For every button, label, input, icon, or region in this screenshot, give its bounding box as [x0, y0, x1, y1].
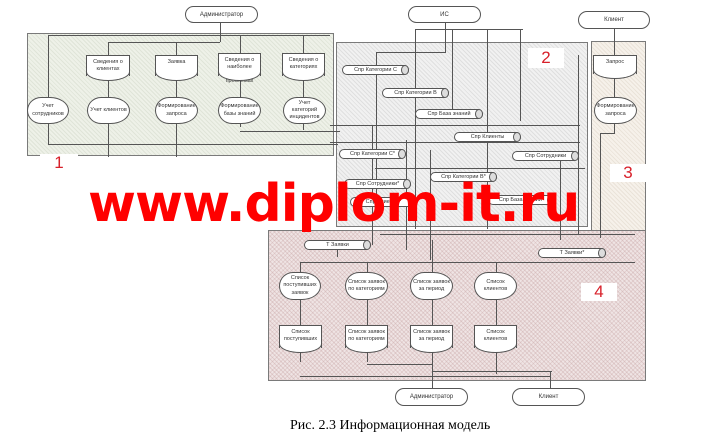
connector-line	[496, 262, 497, 374]
connector-line	[430, 150, 431, 260]
connector-line	[578, 55, 579, 235]
document-frequent-problems: Сведения о наиболее частых проблемах	[218, 53, 261, 84]
connector-line	[600, 133, 601, 238]
document-client-info: Сведения о клиентах	[86, 55, 130, 76]
store-knowledge-base: Спр База знаний	[415, 109, 483, 119]
store-clients-star: Спр Клиенты*	[350, 197, 417, 207]
region-3-number: 3	[610, 163, 646, 182]
document-incident-categories: Сведения о категориях инцидентов	[282, 53, 325, 77]
client-entity-bottom: Клиент	[512, 388, 585, 406]
process-requests-by-period: Список заявок за период	[410, 272, 453, 300]
connector-line	[330, 125, 580, 126]
connector-line	[300, 262, 301, 362]
figure-caption: Рис. 2.3 Информационная модель	[290, 418, 491, 433]
connector-line	[48, 35, 49, 145]
connector-line	[375, 168, 585, 169]
connector-line	[432, 371, 552, 372]
connector-line	[560, 155, 561, 240]
connector-line	[487, 29, 488, 229]
store-t-requests: Т Заявки	[304, 240, 371, 250]
connector-line	[240, 131, 340, 132]
store-category-b-star: Спр Категории В*	[430, 172, 497, 182]
connector-line	[415, 29, 523, 30]
store-category-b: Спр Категории В	[382, 88, 449, 98]
connector-line	[452, 29, 453, 112]
connector-line	[445, 22, 446, 52]
document-request: Заявка	[155, 55, 198, 76]
process-requests-by-category: Список заявок по категориям	[345, 272, 388, 300]
store-category-c: Спр Категории С	[342, 65, 409, 75]
connector-line	[367, 262, 368, 362]
connector-line	[48, 144, 338, 145]
document-query: Запрос	[593, 55, 637, 74]
connector-line	[550, 371, 551, 391]
process-incoming-requests-list: Список поступивших заявок	[279, 272, 321, 300]
connector-line	[614, 28, 615, 133]
connector-line	[300, 262, 635, 263]
connector-line	[406, 140, 407, 250]
connector-line	[520, 29, 521, 121]
process-employee-accounting: Учет сотрудников	[27, 97, 69, 124]
connector-line	[367, 364, 432, 365]
admin-entity-bottom: Администратор	[395, 388, 468, 406]
region-4-number: 4	[581, 282, 617, 301]
connector-line	[376, 52, 446, 53]
process-request-forming: Формирование запроса	[155, 97, 198, 124]
process-client-accounting: Учет клиентов	[87, 97, 130, 124]
connector-line	[220, 22, 221, 42]
process-knowledge-base-forming: Формирование базы знаний	[218, 97, 261, 124]
store-t-requests-star: Т Заявки*	[538, 248, 606, 258]
store-employees: Спр Сотрудники	[512, 151, 579, 161]
connector-line	[300, 376, 550, 377]
region-1-administrator-subsystem	[27, 33, 334, 156]
client-entity-top: Клиент	[578, 11, 650, 29]
connector-line	[108, 42, 220, 43]
connector-line	[415, 29, 416, 229]
is-entity: ИС	[408, 6, 481, 23]
connector-line	[376, 52, 377, 212]
store-category-c-star: Спр Категории С*	[339, 149, 406, 159]
store-knowledge-base-star: Спр База знаний*	[488, 195, 555, 205]
admin-entity-top: Администратор	[185, 6, 258, 23]
region-1-number: 1	[40, 153, 78, 172]
process-incident-categories: Учет категорий инцидентов	[283, 97, 326, 124]
connector-line	[432, 240, 433, 390]
connector-line	[600, 133, 615, 134]
watermark-text: www.diplom-it.ru	[88, 174, 580, 234]
document-requests-by-period: Список заявок за период	[410, 325, 453, 348]
region-4-reports	[268, 230, 646, 381]
connector-line	[303, 35, 304, 130]
connector-line	[330, 142, 580, 143]
process-clients-list: Список клиентов	[474, 272, 517, 300]
region-2-number: 2	[528, 48, 564, 68]
store-clients: Спр Клиенты	[454, 132, 521, 142]
connector-line	[337, 246, 338, 257]
process-query-forming: Формирование запроса	[594, 97, 637, 124]
store-employees-star: Спр Сотрудники*	[344, 179, 411, 189]
document-requests-by-category: Список заявок по категориям	[345, 325, 388, 348]
connector-line	[380, 234, 635, 235]
document-clients-list: Список клиентов	[474, 325, 517, 348]
document-incoming-requests-list: Список поступивших заявок	[279, 325, 322, 349]
connector-line	[48, 35, 330, 36]
